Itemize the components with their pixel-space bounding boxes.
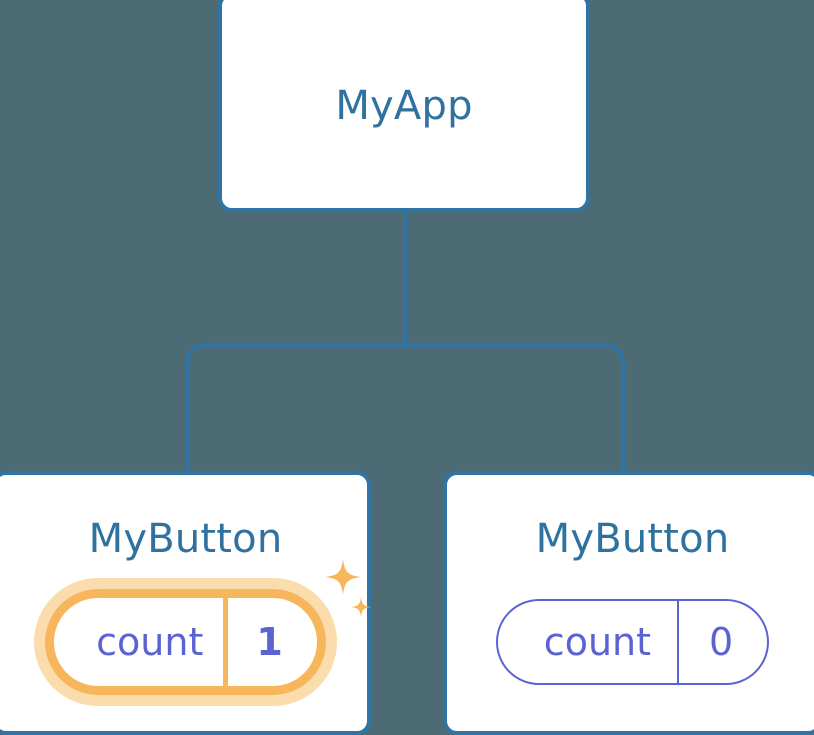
node-mybutton-1[interactable]: MyButton count 0: [443, 471, 814, 735]
node-mybutton-1-content: MyButton count 0: [447, 475, 814, 685]
state-key-0: count: [96, 620, 204, 664]
state-pill-0[interactable]: count 1: [45, 589, 326, 695]
state-pill-wrap-1: count 0: [495, 599, 770, 685]
connector-branch-rail: [185, 343, 625, 478]
state-pill-1[interactable]: count 0: [495, 599, 770, 685]
state-key-1: count: [543, 620, 652, 664]
node-mybutton-1-title: MyButton: [535, 516, 730, 562]
node-myapp-title: MyApp: [335, 83, 473, 129]
sparkles-icon: [324, 559, 371, 617]
state-pill-wrap-0: count 1: [34, 559, 371, 706]
node-mybutton-0-content: MyButton count 1: [0, 475, 371, 706]
state-separator-1: [677, 601, 680, 683]
node-mybutton-0-title: MyButton: [88, 516, 283, 562]
state-separator-0: [223, 598, 229, 686]
state-value-0: 1: [256, 620, 283, 664]
state-value-1: 0: [709, 620, 734, 664]
node-myapp[interactable]: MyApp: [218, 0, 590, 212]
node-mybutton-0[interactable]: MyButton count 1: [0, 471, 371, 735]
